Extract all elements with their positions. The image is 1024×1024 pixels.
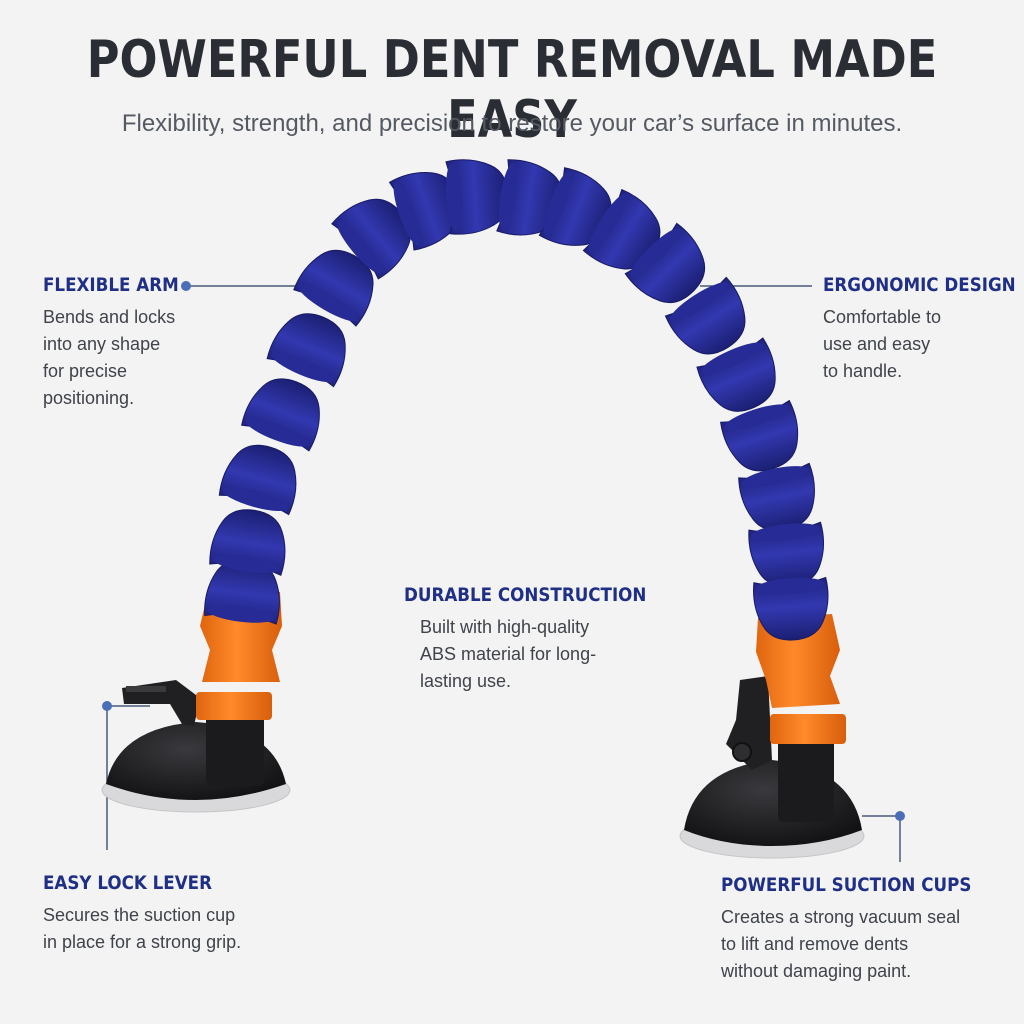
callout-title: FLEXIBLE ARM xyxy=(43,274,179,296)
arm-segment xyxy=(720,399,799,472)
callout-durable-construction: DURABLE CONSTRUCTION Built with high-qua… xyxy=(404,584,647,695)
arm-segment xyxy=(241,378,320,452)
arm-segment xyxy=(266,313,346,388)
flexible-arm xyxy=(204,159,829,641)
right-lock-lever xyxy=(726,676,772,770)
callout-text: Secures the suction cup in place for a s… xyxy=(43,905,242,952)
callout-text: Bends and locks into any shape for preci… xyxy=(43,307,176,408)
arm-segment xyxy=(582,188,661,270)
callout-flexible-arm: FLEXIBLE ARM Bends and locks into any sh… xyxy=(43,274,233,412)
callout-easy-lock-lever: EASY LOCK LEVER Secures the suction cup … xyxy=(43,872,303,956)
left-lock-lever xyxy=(122,680,200,726)
callout-text: Comfortable to use and easy to handle. xyxy=(823,307,942,381)
left-suction-cup xyxy=(101,700,291,813)
callout-title: DURABLE CONSTRUCTION xyxy=(404,584,647,606)
arm-segment xyxy=(624,222,706,304)
leader-dots xyxy=(102,281,905,821)
callout-text: Creates a strong vacuum seal to lift and… xyxy=(721,907,961,981)
callout-ergonomic-design: ERGONOMIC DESIGN Comfortable to use and … xyxy=(823,274,1018,385)
arm-segment xyxy=(293,249,374,327)
arm-segment xyxy=(445,159,509,235)
arm-segment xyxy=(696,337,776,412)
page-subtitle: Flexibility, strength, and precision to … xyxy=(121,110,903,137)
arm-segment xyxy=(209,509,286,576)
right-suction-cup xyxy=(679,730,865,859)
arm-segment xyxy=(204,559,280,625)
arm-segment xyxy=(218,444,297,516)
arm-segment xyxy=(664,276,746,355)
arm-segment xyxy=(738,462,815,531)
page-title: POWERFUL DENT REMOVAL MADE EASY xyxy=(86,30,938,150)
callout-title: POWERFUL SUCTION CUPS xyxy=(721,874,972,896)
arm-segment xyxy=(753,576,829,641)
callout-title: EASY LOCK LEVER xyxy=(43,872,212,894)
callout-text: Built with high-quality ABS material for… xyxy=(420,617,597,691)
callout-powerful-suction-cups: POWERFUL SUCTION CUPS Creates a strong v… xyxy=(721,874,1011,985)
callout-title: ERGONOMIC DESIGN xyxy=(823,274,1016,296)
